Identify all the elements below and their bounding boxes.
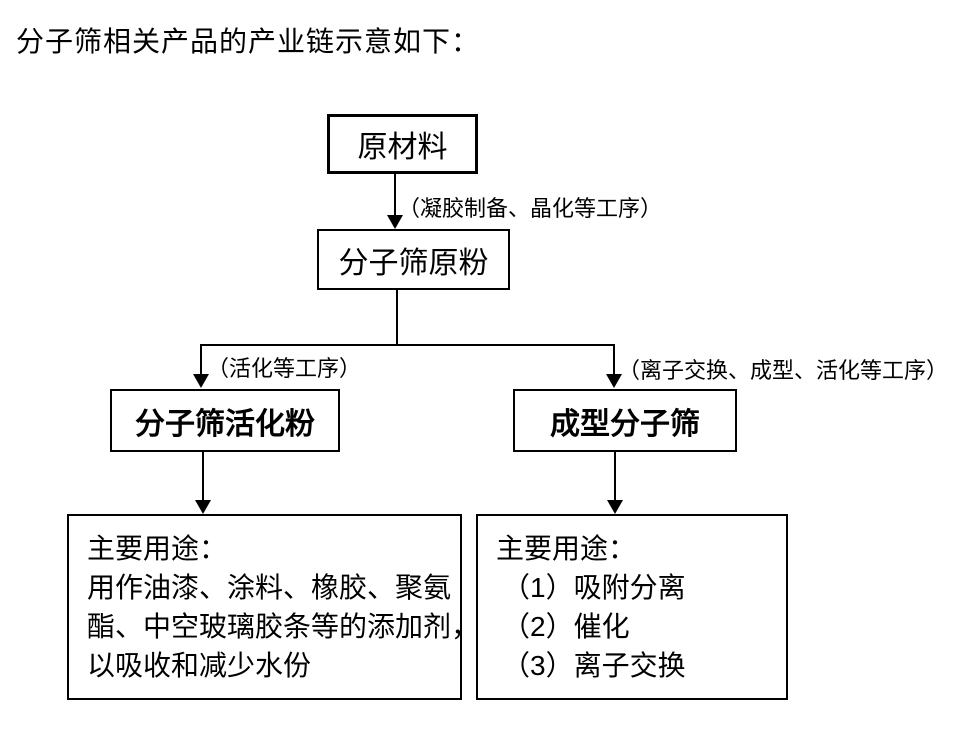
- node-raw-material-label: 原材料: [357, 131, 448, 164]
- uses-item: （2）催化: [502, 611, 630, 642]
- connector-line: [202, 452, 204, 502]
- page-title: 分子筛相关产品的产业链示意如下：: [16, 27, 481, 58]
- down-arrowhead-icon: [193, 374, 209, 388]
- node-activated-powder: 分子筛活化粉: [110, 389, 340, 452]
- uses-line: 以吸收和减少水份: [87, 650, 312, 681]
- uses-item: （3）离子交换: [502, 650, 686, 681]
- connector-line: [396, 290, 398, 346]
- edge-label-activation: （活化等工序）: [207, 356, 362, 381]
- connector-line: [613, 344, 615, 376]
- connector-line: [394, 174, 396, 218]
- node-formed-sieve: 成型分子筛: [513, 389, 737, 452]
- node-activated-powder-label: 分子筛活化粉: [135, 407, 315, 441]
- node-formed-sieve-label: 成型分子筛: [550, 407, 700, 441]
- down-arrowhead-icon: [606, 374, 622, 388]
- node-raw-powder-label: 分子筛原粉: [338, 246, 489, 280]
- node-raw-powder: 分子筛原粉: [317, 229, 510, 290]
- uses-heading: 主要用途：: [87, 533, 228, 564]
- uses-line: 酯、中空玻璃胶条等的添加剂，: [87, 611, 480, 642]
- down-arrowhead-icon: [195, 500, 211, 514]
- down-arrowhead-icon: [387, 215, 403, 229]
- node-formed-sieve-uses: 主要用途： （1）吸附分离 （2）催化 （3）离子交换: [476, 514, 788, 700]
- uses-item: （1）吸附分离: [502, 572, 686, 603]
- edge-label-ion-exchange: （离子交换、成型、活化等工序）: [618, 358, 949, 383]
- node-activated-powder-uses: 主要用途： 用作油漆、涂料、橡胶、聚氨 酯、中空玻璃胶条等的添加剂， 以吸收和减…: [67, 514, 480, 700]
- uses-line: 用作油漆、涂料、橡胶、聚氨: [87, 572, 452, 603]
- connector-line: [200, 344, 615, 346]
- down-arrowhead-icon: [607, 500, 623, 514]
- edge-label-gel-prep: （凝胶制备、晶化等工序）: [398, 196, 663, 221]
- connector-line: [200, 344, 202, 376]
- uses-heading: 主要用途：: [496, 533, 637, 564]
- node-raw-material: 原材料: [327, 114, 478, 174]
- connector-line: [614, 452, 616, 502]
